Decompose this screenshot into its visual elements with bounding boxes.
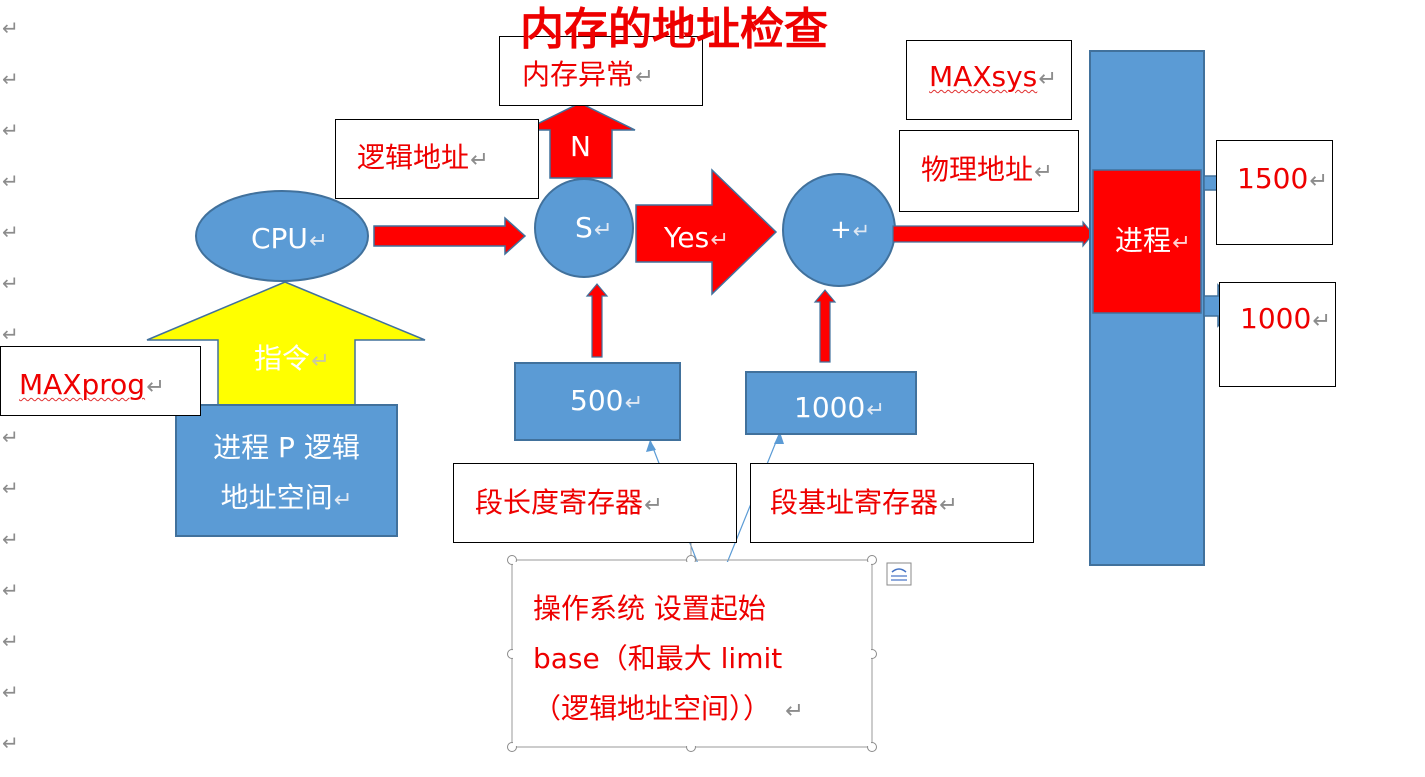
limit-register-box [514, 362, 681, 441]
diagram-title: 内存的地址检查 [520, 4, 828, 55]
paragraph-mark: ↵ [866, 397, 886, 423]
n-up-arrow [524, 102, 636, 179]
process-space-text: 进程 P 逻辑 地址空间↵ [176, 423, 397, 525]
paragraph-mark: ↵ [624, 390, 644, 416]
cpu-to-s-arrow [373, 216, 527, 256]
yes-label-wrap: Yes↵ [664, 222, 729, 256]
paragraph-mark: ↵ [939, 492, 958, 518]
paragraph-mark: ↵ [852, 219, 871, 243]
base-register-value: 1000 [794, 391, 866, 424]
limit-register-label: 段长度寄存器 [475, 486, 644, 519]
base-to-plus-arrow [813, 289, 837, 363]
upper-value-box: 1500↵ [1216, 140, 1333, 245]
instruction-label-wrap: 指令↵ [254, 343, 330, 377]
plus-label: + [830, 215, 852, 245]
plus-label-wrap: +↵ [830, 215, 870, 246]
paragraph-mark: ↵ [2, 680, 19, 704]
paragraph-mark: ↵ [1312, 308, 1332, 334]
layout-options-icon[interactable] [886, 562, 912, 586]
paragraph-mark: ↵ [2, 527, 19, 551]
logical-address-label: 逻辑地址 [357, 141, 470, 174]
limit-to-s-arrow [585, 283, 609, 358]
paragraph-mark: ↵ [1034, 159, 1053, 185]
paragraph-mark: ↵ [308, 228, 328, 254]
instruction-label: 指令 [254, 342, 311, 375]
process-label: 进程 [1115, 224, 1172, 257]
os-note-box[interactable]: 操作系统 设置起始 base（和最大 limit （逻辑地址空间）） ↵ [513, 562, 871, 746]
memory-error-box: 内存异常↵ [499, 36, 703, 106]
n-label: N [570, 130, 591, 163]
os-note-line-1: 操作系统 设置起始 [533, 592, 766, 625]
process-space-box [175, 404, 398, 537]
s-label-wrap: S↵ [575, 212, 613, 246]
process-space-line-2: 地址空间 [220, 481, 333, 514]
process-label-wrap: 进程↵ [1115, 225, 1191, 259]
cpu-label-wrap: CPU↵ [251, 223, 328, 257]
base-register-box [745, 371, 917, 435]
paragraph-mark: ↵ [2, 476, 19, 500]
paragraph-mark: ↵ [146, 374, 165, 400]
paragraph-mark: ↵ [2, 322, 19, 346]
maxsys-label: MAXsys [929, 60, 1038, 93]
limit-register-value: 500 [570, 384, 624, 417]
selection-handles [507, 555, 877, 752]
paragraph-mark: ↵ [2, 169, 19, 193]
paragraph-mark: ↵ [1038, 66, 1058, 92]
physical-address-label: 物理地址 [921, 153, 1034, 186]
lower-value-box: 1000↵ [1219, 282, 1336, 387]
maxprog-label: MAXprog [19, 368, 146, 401]
cpu-label: CPU [251, 222, 308, 255]
base-register-label: 段基址寄存器 [770, 486, 939, 519]
paragraph-mark: ↵ [2, 67, 19, 91]
os-note-line-3: （逻辑地址空间）） [533, 692, 772, 725]
maxprog-box: MAXprog↵ [0, 346, 201, 416]
paragraph-mark: ↵ [785, 698, 804, 724]
yes-arrow [635, 168, 778, 296]
process-block [1092, 169, 1202, 314]
paragraph-mark: ↵ [311, 348, 330, 374]
paragraph-mark: ↵ [2, 118, 19, 142]
s-circle [534, 178, 634, 278]
connector-base-arrowhead [774, 432, 784, 444]
paragraph-mark: ↵ [644, 492, 663, 518]
upper-value: 1500 [1237, 162, 1309, 195]
process-space-line-1: 进程 P 逻辑 [213, 431, 360, 464]
logical-address-box: 逻辑地址↵ [335, 119, 539, 199]
paragraph-mark: ↵ [2, 16, 19, 40]
paragraph-mark: ↵ [2, 271, 19, 295]
cpu-ellipse [195, 190, 369, 282]
paragraph-mark: ↵ [2, 220, 19, 244]
yes-label: Yes [664, 221, 710, 254]
paragraph-mark: ↵ [2, 425, 19, 449]
paragraph-mark: ↵ [2, 578, 19, 602]
base-register-label-box: 段基址寄存器↵ [750, 463, 1034, 543]
lower-value: 1000 [1240, 302, 1312, 335]
paragraph-mark: ↵ [710, 227, 729, 253]
paragraph-mark: ↵ [333, 487, 353, 513]
paragraph-mark: ↵ [1172, 230, 1191, 256]
memory-error-label: 内存异常 [522, 58, 635, 91]
limit-value-wrap: 500↵ [570, 385, 643, 419]
plus-to-process-arrow [892, 220, 1094, 248]
paragraph-mark: ↵ [470, 147, 489, 173]
maxsys-box: MAXsys↵ [906, 40, 1072, 120]
paragraph-mark: ↵ [635, 64, 654, 90]
physical-address-box: 物理地址↵ [899, 130, 1079, 212]
paragraph-mark: ↵ [593, 217, 613, 243]
paragraph-mark: ↵ [2, 731, 19, 755]
os-note-line-2: base（和最大 limit [533, 642, 783, 675]
paragraph-mark: ↵ [1309, 168, 1329, 194]
paragraph-mark: ↵ [2, 629, 19, 653]
base-value-wrap: 1000↵ [794, 392, 885, 426]
connector-limit-arrowhead [646, 440, 656, 452]
limit-register-label-box: 段长度寄存器↵ [453, 463, 737, 543]
s-label: S [575, 211, 593, 244]
